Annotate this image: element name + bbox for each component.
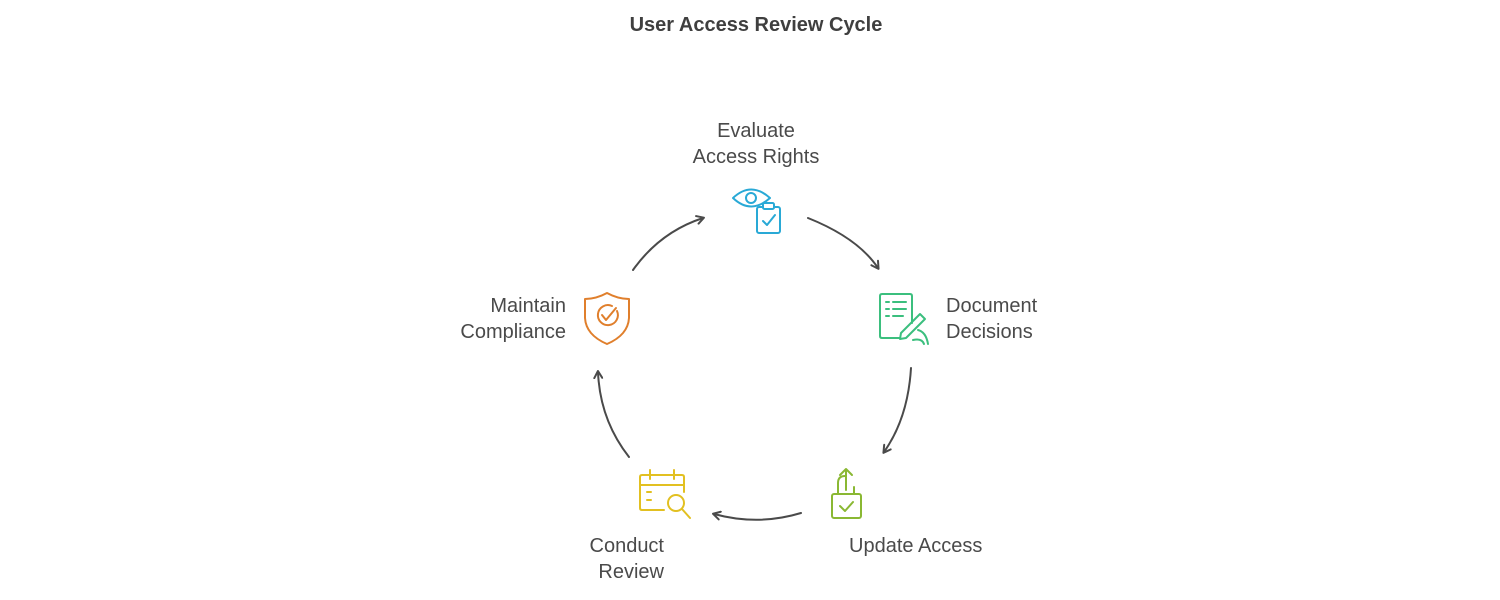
step-label-line: Decisions — [946, 321, 1033, 343]
step-label-conduct-review: Conduct Review — [524, 533, 665, 585]
step-label-document-decisions: Document Decisions — [946, 293, 1146, 345]
step-label-line: Compliance — [460, 321, 566, 343]
step-label-update-access: Update Access — [849, 533, 1049, 559]
step-label-line: Review — [598, 561, 664, 583]
step-label-line: Access Rights — [692, 146, 820, 168]
step-label-line: Maintain — [490, 295, 566, 317]
step-label-maintain-compliance: Maintain Compliance — [386, 293, 566, 345]
calendar-search-icon — [639, 469, 691, 519]
step-label-line: Document — [946, 295, 1038, 317]
step-label-line: Evaluate — [717, 120, 795, 142]
step-label-evaluate-access-rights: Evaluate Access Rights — [656, 118, 856, 170]
step-label-line: Conduct — [589, 535, 665, 557]
diagram-title: User Access Review Cycle — [629, 14, 883, 36]
arrow-document-to-update — [882, 367, 912, 454]
shield-check-icon — [584, 292, 630, 345]
document-pen-icon — [879, 293, 929, 345]
arrow-conduct-to-maintain — [593, 370, 630, 458]
eye-clipboard-icon — [732, 188, 781, 234]
arrow-maintain-to-evaluate — [632, 215, 705, 271]
unlocked-padlock-icon — [831, 468, 862, 519]
arrow-evaluate-to-document — [807, 217, 880, 270]
arrow-update-to-conduct — [712, 510, 802, 521]
step-label-line: Update Access — [849, 535, 983, 557]
